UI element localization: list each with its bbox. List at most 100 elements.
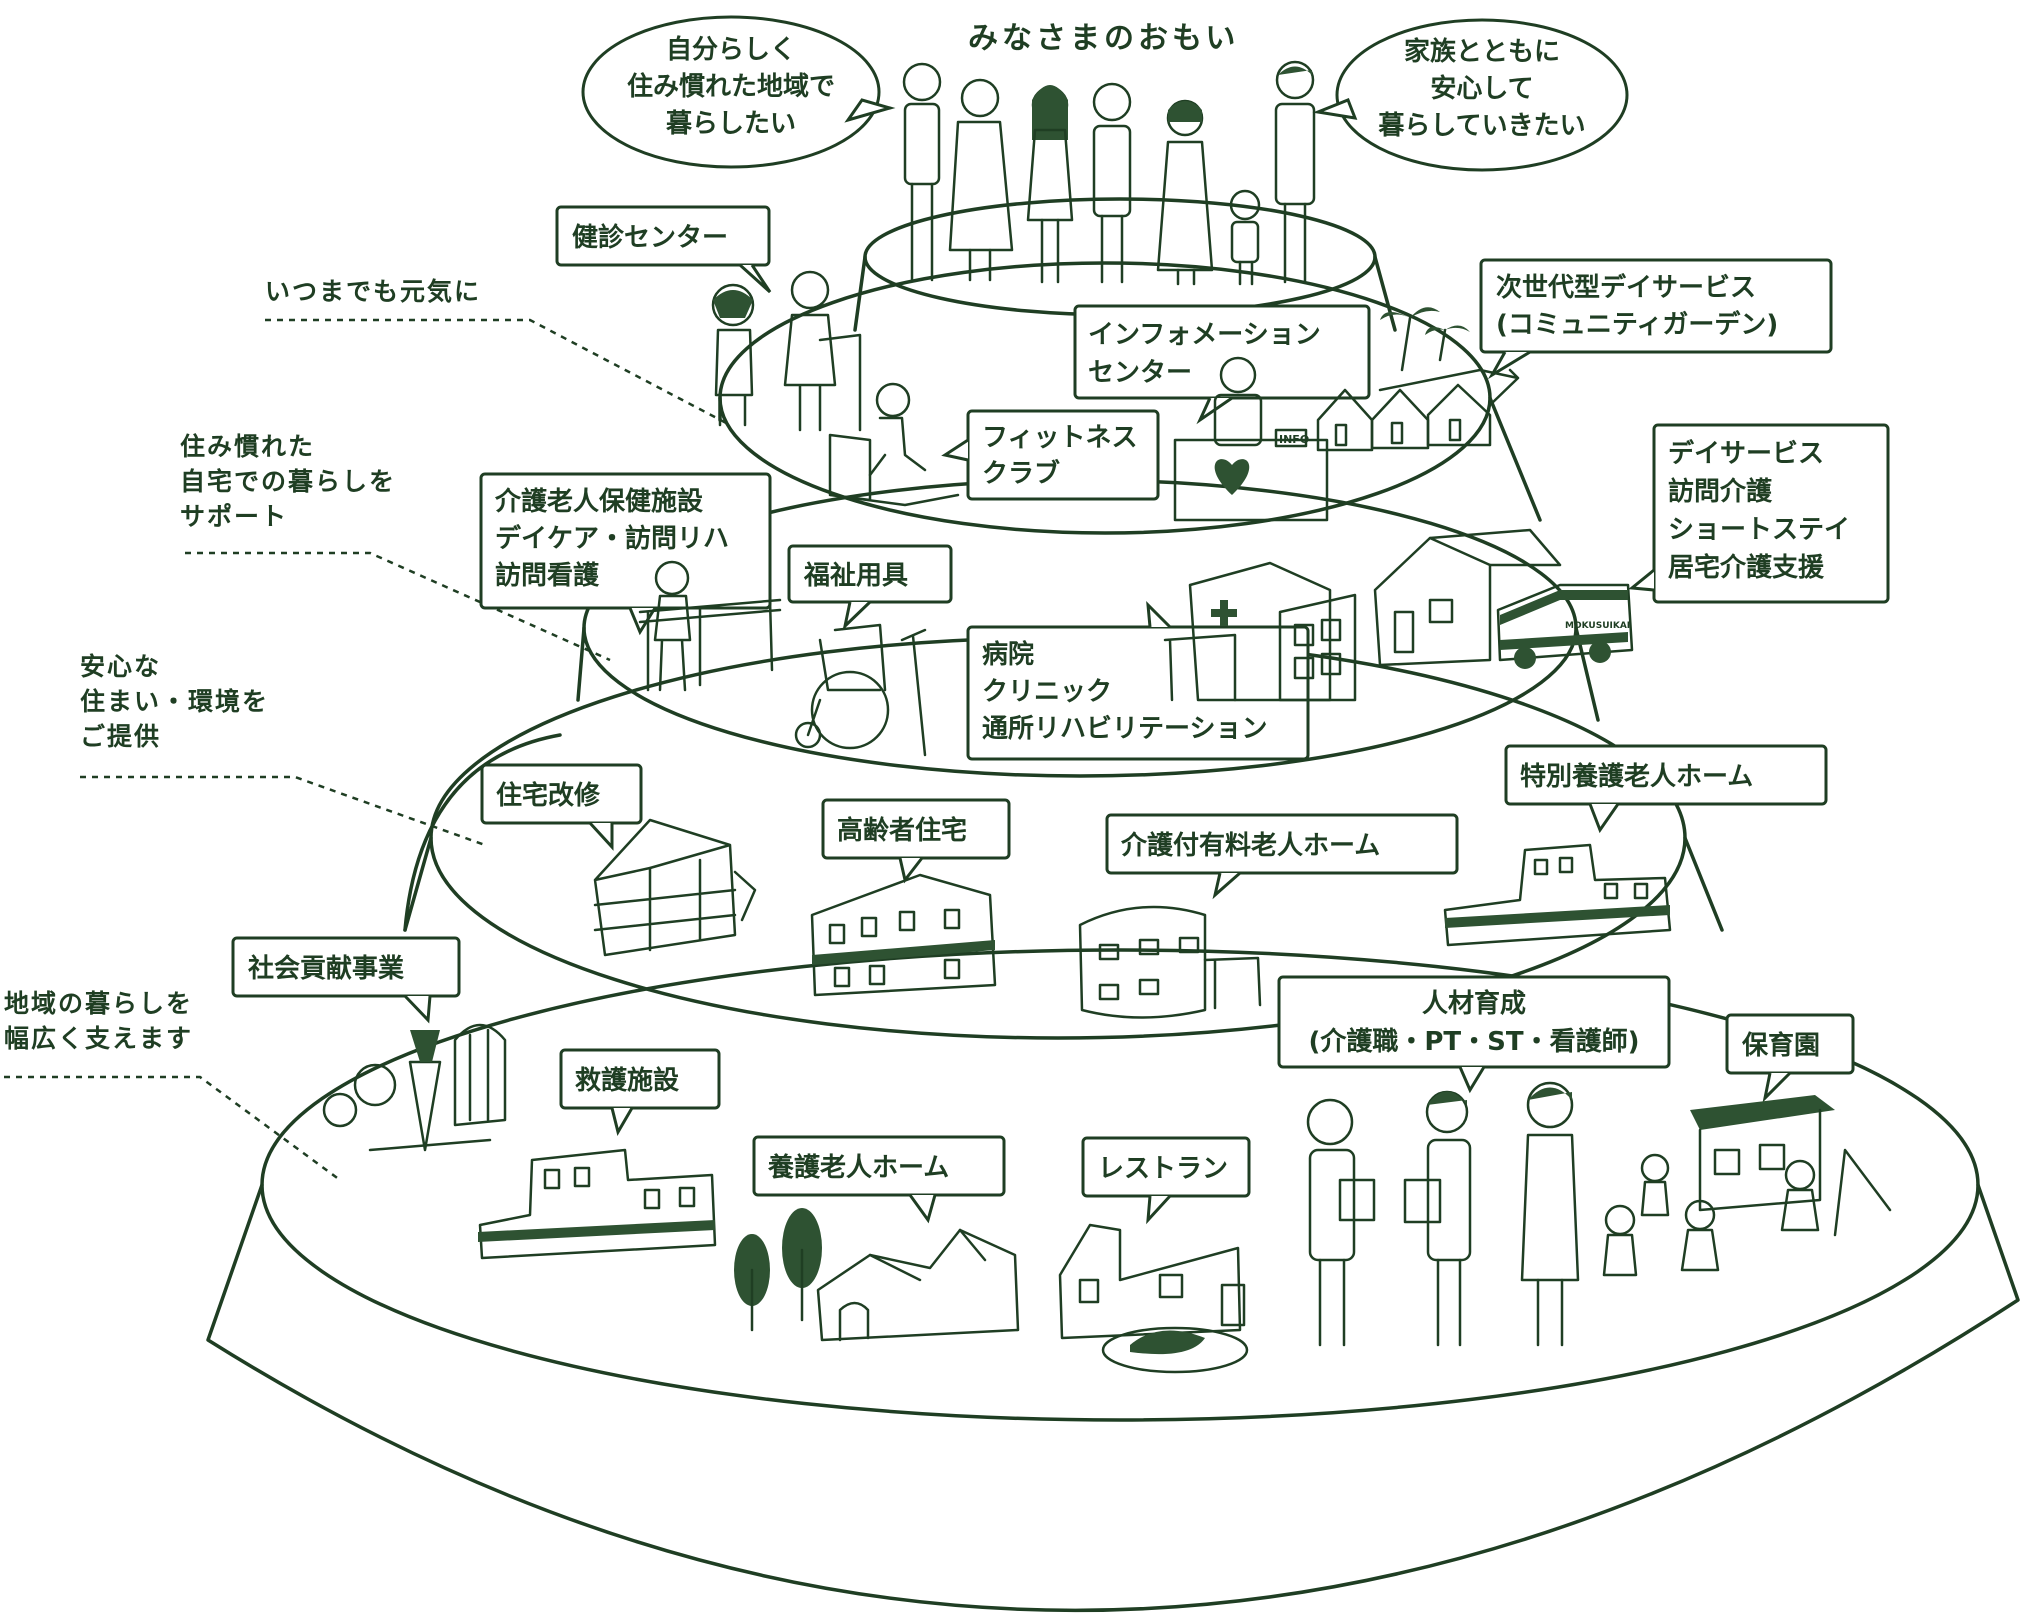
- label-koreisha-text: 高齢者住宅: [837, 815, 967, 846]
- label-kenshin: 健診センター: [555, 205, 772, 294]
- label-info-line-2: センター: [1088, 358, 1192, 388]
- person-icon: [1306, 1098, 1376, 1347]
- nursing-home-building-icon: [1443, 843, 1672, 947]
- side-note-community: 地域の暮らしを 幅広く支えます: [4, 989, 341, 1182]
- person-icon: [1604, 1204, 1636, 1236]
- label-rouken: 介護老人保健施設 デイケア・訪問リハ 訪問看護: [479, 472, 772, 636]
- person-icon: [902, 62, 942, 282]
- speech-left-line-2: 住み慣れた地域で: [627, 71, 835, 102]
- side-note-support-line-2: 自宅での暮らしを: [180, 467, 396, 496]
- apartment-building-icon: [810, 873, 997, 997]
- rescue-facility-building-icon: [478, 1148, 717, 1260]
- clinic-scene: [711, 270, 862, 432]
- speech-bubble-left: 自分らしく 住み慣れた地域で 暮らしたい: [581, 15, 896, 169]
- speech-right-line-1: 家族とともに: [1404, 36, 1560, 67]
- house-icon: [1373, 528, 1562, 667]
- label-rouken-line-2: デイケア・訪問リハ: [495, 523, 729, 554]
- speech-left-line-3: 暮らしたい: [666, 109, 796, 139]
- label-kenshin-text: 健診センター: [572, 222, 728, 253]
- heart-icon: [1214, 459, 1250, 495]
- side-note-housing: 安心な 住まい・環境を ご提供: [80, 652, 486, 847]
- info-desk-counter: [1173, 438, 1329, 522]
- side-note-community-line-2: 幅広く支えます: [4, 1024, 193, 1053]
- slide-icon: [1833, 1148, 1892, 1237]
- label-hospital-line-2: クリニック: [982, 677, 1112, 707]
- tier-5-wall: [206, 1183, 2020, 1613]
- label-nextgen-line-1: 次世代型デイサービス: [1496, 272, 1756, 303]
- page-title: みなさまのおもい: [968, 21, 1239, 56]
- label-dayservice-line-1: デイサービス: [1668, 438, 1824, 469]
- label-shakai: 社会貢献事業: [231, 936, 461, 1024]
- person-icon: [948, 78, 1014, 282]
- label-dayservice: デイサービス 訪問介護 ショートステイ 居宅介護支援: [1628, 423, 1890, 604]
- label-info-center: インフォメーション センター: [1073, 304, 1371, 425]
- side-note-support-line-3: サポート: [180, 502, 288, 531]
- side-note-housing-line-2: 住まい・環境を: [80, 687, 269, 716]
- person-icon: [1092, 82, 1132, 284]
- label-restaurant-text: レストラン: [1098, 1154, 1228, 1184]
- garden-cottages: [1316, 368, 1520, 452]
- label-shakai-text: 社会貢献事業: [248, 953, 404, 984]
- curry-icon: [1130, 1330, 1205, 1355]
- label-yuryo: 介護付有料老人ホーム: [1105, 813, 1459, 900]
- info-sign-text: INFO: [1279, 433, 1309, 446]
- label-kyugo-text: 救護施設: [575, 1065, 680, 1096]
- label-fitness-line-2: クラブ: [982, 458, 1060, 489]
- label-tokuyo: 特別養護老人ホーム: [1504, 744, 1828, 834]
- info-desk: INFO: [1173, 356, 1329, 522]
- person-icon: [1274, 60, 1316, 284]
- person-icon: [711, 283, 755, 327]
- label-dayservice-line-2: 訪問介護: [1668, 476, 1773, 507]
- side-note-support: 住み慣れた 自宅での暮らしを サポート: [180, 432, 611, 662]
- van-logo-text: MOKUSUIKAI: [1565, 621, 1630, 631]
- label-restaurant: レストラン: [1081, 1136, 1251, 1225]
- cane-icon: [900, 628, 927, 757]
- tier-4-wall-curve: [403, 733, 562, 932]
- side-note-community-line-1: 地域の暮らしを: [4, 989, 193, 1018]
- label-kaishu: 住宅改修: [480, 763, 643, 851]
- label-hospital-line-3: 通所リハビリテーション: [982, 714, 1267, 744]
- person-icon: [1403, 1090, 1472, 1347]
- hospital-building-icon: [1163, 561, 1357, 702]
- label-rouken-line-1: 介護老人保健施設: [494, 486, 704, 517]
- tier-1-wall: [853, 255, 1397, 332]
- speech-left-line-1: 自分らしく: [666, 34, 796, 65]
- label-info-line-1: インフォメーション: [1088, 320, 1321, 350]
- label-rouken-line-3: 訪問看護: [495, 560, 600, 591]
- speech-right-line-2: 安心して: [1430, 74, 1533, 104]
- label-fitness: フィットネス クラブ: [941, 409, 1160, 501]
- round-building-icon: [1078, 905, 1262, 1019]
- label-jinzai-line-2: (介護職・PT・ST・看護師): [1308, 1026, 1639, 1057]
- label-jinzai: 人材育成 (介護職・PT・ST・看護師): [1277, 975, 1671, 1094]
- person-icon: [654, 560, 690, 596]
- label-hoikuen-text: 保育園: [1741, 1030, 1820, 1061]
- plate-icon: [1101, 1326, 1249, 1374]
- glass-icon: [1220, 1283, 1246, 1327]
- person-icon: [1784, 1159, 1816, 1191]
- tree-icon: [734, 1208, 822, 1332]
- van-icon: MOKUSUIKAI: [1496, 583, 1634, 669]
- person-icon: [1026, 85, 1074, 284]
- nursery-playground: [1602, 1095, 1892, 1277]
- label-tokuyo-text: 特別養護老人ホーム: [1520, 761, 1753, 792]
- label-nextgen-line-2: (コミュニティガーデン): [1496, 309, 1778, 340]
- person-icon: [790, 270, 830, 310]
- speech-bubble-right: 家族とともに 安心して 暮らしていきたい: [1312, 18, 1629, 172]
- palm-tree-icon: [1380, 307, 1470, 372]
- house-frame-icon: [593, 818, 757, 957]
- side-note-genki: いつまでも元気に: [265, 277, 731, 427]
- person-icon: [1640, 1153, 1670, 1183]
- person-icon: [1520, 1081, 1580, 1347]
- label-hospital-line-1: 病院: [982, 639, 1034, 670]
- tier-4-wall: [403, 836, 1724, 932]
- label-fitness-line-1: フィットネス: [982, 423, 1137, 453]
- label-hospital: 病院 クリニック 通所リハビリテーション: [966, 601, 1310, 761]
- side-note-housing-line-1: 安心な: [80, 652, 161, 681]
- label-hoikuen: 保育園: [1725, 1013, 1855, 1103]
- person-icon: [1219, 356, 1257, 394]
- elderly-home-building-icon: [816, 1228, 1020, 1342]
- staff-group: [1306, 1081, 1580, 1347]
- label-koreisha: 高齢者住宅: [821, 798, 1011, 884]
- label-fukushi: 福祉用具: [787, 544, 953, 631]
- restaurant-building-icon: [1058, 1223, 1249, 1374]
